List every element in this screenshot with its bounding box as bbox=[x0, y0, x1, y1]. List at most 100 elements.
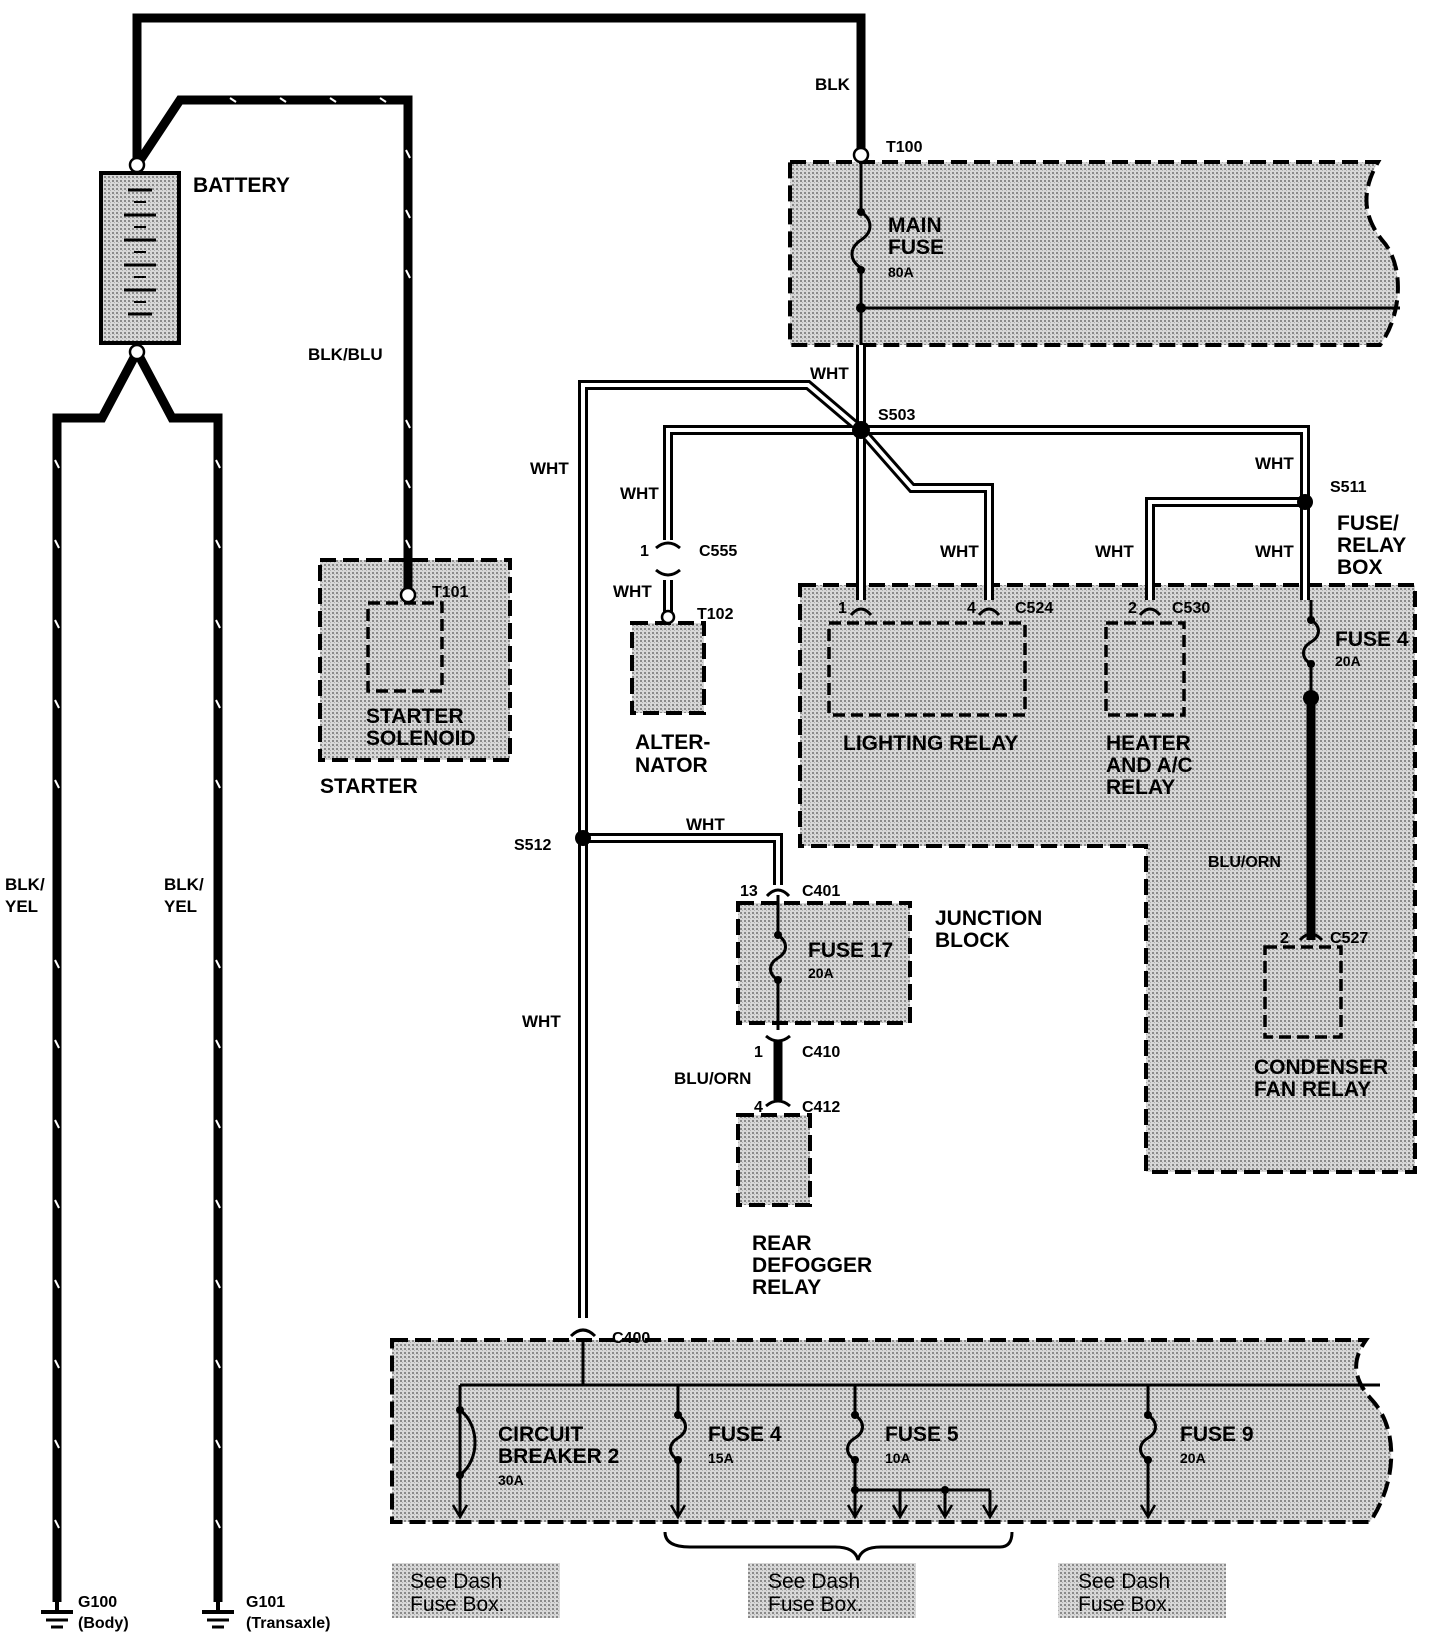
fuse17-label: FUSE 17 bbox=[808, 939, 893, 962]
note-left-line-1: See Dash bbox=[410, 1570, 502, 1593]
heater-ac-relay-label-2: AND A/C bbox=[1106, 754, 1193, 777]
note-right-line-2: Fuse Box. bbox=[1078, 1593, 1173, 1616]
splice-s503: S503 bbox=[878, 407, 915, 424]
connector-c530: C530 bbox=[1172, 600, 1210, 617]
circuit-breaker2-rating: 30A bbox=[498, 1472, 524, 1488]
fuse4-relay-label: FUSE 4 bbox=[1335, 628, 1409, 651]
splices bbox=[575, 421, 1313, 846]
dash-fuse-internals bbox=[451, 1340, 1380, 1561]
wire-label-wht-s512: WHT bbox=[686, 815, 725, 834]
ground-g101-location: (Transaxle) bbox=[246, 1615, 330, 1632]
fuse17-element bbox=[769, 895, 787, 1030]
main-fuse-label-2: FUSE bbox=[888, 236, 944, 259]
wire-label-wht-s511-top: WHT bbox=[1255, 454, 1294, 473]
connector-c410: C410 bbox=[802, 1044, 840, 1061]
circuit-breaker2-label-2: BREAKER 2 bbox=[498, 1445, 619, 1468]
battery-cells bbox=[124, 188, 156, 316]
main-fuse-rating: 80A bbox=[888, 264, 914, 280]
wire-label-wht-lower: WHT bbox=[522, 1012, 561, 1031]
wire-label-blk: BLK bbox=[815, 75, 851, 94]
lighting-relay-box bbox=[827, 621, 1027, 717]
wire-label-blk-yel-left-1: BLK/ bbox=[5, 875, 45, 894]
starter-label: STARTER bbox=[320, 775, 418, 798]
connector-c412: C412 bbox=[802, 1099, 840, 1116]
wire-blk bbox=[132, 13, 866, 165]
wht-wires-inner bbox=[581, 345, 1307, 1318]
terminals bbox=[128, 146, 870, 625]
ground-symbols bbox=[41, 1600, 234, 1629]
fuse17-rating: 20A bbox=[808, 965, 834, 981]
wire-label-wht-main: WHT bbox=[810, 364, 849, 383]
connector-t101: T101 bbox=[432, 584, 469, 601]
wire-label-blu-orn-junction: BLU/ORN bbox=[674, 1069, 751, 1088]
fuse5-dash-rating: 10A bbox=[885, 1450, 911, 1466]
condenser-fan-relay-box bbox=[1263, 945, 1343, 1039]
wire-label-wht-alt-lower: WHT bbox=[613, 582, 652, 601]
connector-c401: C401 bbox=[802, 883, 840, 900]
wire-label-blk-blu: BLK/BLU bbox=[308, 345, 383, 364]
wire-blk-yel-left bbox=[52, 349, 141, 1602]
wire-label-blk-yel-right-1: BLK/ bbox=[164, 875, 204, 894]
splice-s511: S511 bbox=[1330, 479, 1367, 496]
wire-blk-yel-right bbox=[133, 349, 223, 1602]
s511-dot bbox=[1297, 494, 1313, 510]
fuse4-dash-label: FUSE 4 bbox=[708, 1423, 782, 1446]
t100-terminal bbox=[852, 146, 870, 164]
t102-terminal bbox=[660, 609, 676, 625]
rear-defogger-relay-label-3: RELAY bbox=[752, 1276, 821, 1299]
connector-symbols bbox=[569, 541, 1324, 1338]
connector-c555: C555 bbox=[699, 543, 737, 560]
connector-c412-pin: 4 bbox=[754, 1099, 763, 1116]
connector-c530-pin: 2 bbox=[1128, 600, 1137, 617]
connector-c555-pin: 1 bbox=[640, 543, 649, 560]
note-center-line-2: Fuse Box. bbox=[768, 1593, 863, 1616]
battery-label: BATTERY bbox=[193, 174, 290, 197]
heater-ac-relay-label-1: HEATER bbox=[1106, 732, 1191, 755]
fuse-relay-box-label-1: FUSE/ bbox=[1337, 512, 1399, 535]
heater-ac-relay-label-3: RELAY bbox=[1106, 776, 1175, 799]
connector-c400: C400 bbox=[612, 1330, 650, 1347]
connector-c527: C527 bbox=[1330, 930, 1368, 947]
junction-block-label-1: JUNCTION bbox=[935, 907, 1042, 930]
battery-negative-terminal bbox=[128, 343, 146, 361]
fuse-relay-box bbox=[798, 583, 1417, 1174]
battery-positive-terminal bbox=[128, 156, 146, 174]
alternator-label-1: ALTER- bbox=[635, 731, 710, 754]
blk-wires bbox=[52, 13, 1316, 1602]
s512-dot bbox=[575, 830, 591, 846]
condenser-fan-relay-label-2: FAN RELAY bbox=[1254, 1078, 1371, 1101]
starter-solenoid-label-2: SOLENOID bbox=[366, 727, 476, 750]
note-left-line-2: Fuse Box. bbox=[410, 1593, 505, 1616]
note-box-right bbox=[1058, 1563, 1226, 1618]
rear-defogger-relay-label-2: DEFOGGER bbox=[752, 1254, 872, 1277]
fuse5-dash-label: FUSE 5 bbox=[885, 1423, 959, 1446]
connector-c524-pin1: 1 bbox=[838, 600, 847, 617]
connector-c527-pin: 2 bbox=[1280, 930, 1289, 947]
fuse9-dash-rating: 20A bbox=[1180, 1450, 1206, 1466]
ground-g100-location: (Body) bbox=[78, 1615, 129, 1632]
main-fuse-label-1: MAIN bbox=[888, 214, 942, 237]
junction-block-box bbox=[736, 901, 912, 1025]
junction-block-label-2: BLOCK bbox=[935, 929, 1010, 952]
wire-blk-blu bbox=[133, 95, 413, 590]
ground-g101: G101 bbox=[246, 1594, 285, 1611]
wire-label-wht-lighting: WHT bbox=[940, 542, 979, 561]
connector-c524-pin4: 4 bbox=[967, 600, 976, 617]
alternator-label-2: NATOR bbox=[635, 754, 708, 777]
splice-s512: S512 bbox=[514, 837, 551, 854]
circuit-breaker2-label-1: CIRCUIT bbox=[498, 1423, 583, 1446]
ground-g100: G100 bbox=[78, 1594, 117, 1611]
wire-label-blk-yel-left-2: YEL bbox=[5, 897, 38, 916]
rear-defogger-relay-label-1: REAR bbox=[752, 1232, 812, 1255]
connector-c401-pin: 13 bbox=[740, 883, 758, 900]
fuse4-relay-box bbox=[1302, 600, 1320, 706]
s503-dot bbox=[852, 421, 870, 439]
fuse-relay-box-label-3: BOX bbox=[1337, 556, 1383, 579]
blk-wire-ticks bbox=[54, 97, 411, 1529]
wire-label-wht-left: WHT bbox=[530, 459, 569, 478]
connector-c524: C524 bbox=[1015, 600, 1053, 617]
wire-label-wht-s511-bottom: WHT bbox=[1255, 542, 1294, 561]
lighting-relay-label: LIGHTING RELAY bbox=[843, 732, 1018, 755]
fuse-relay-box-label-2: RELAY bbox=[1337, 534, 1406, 557]
